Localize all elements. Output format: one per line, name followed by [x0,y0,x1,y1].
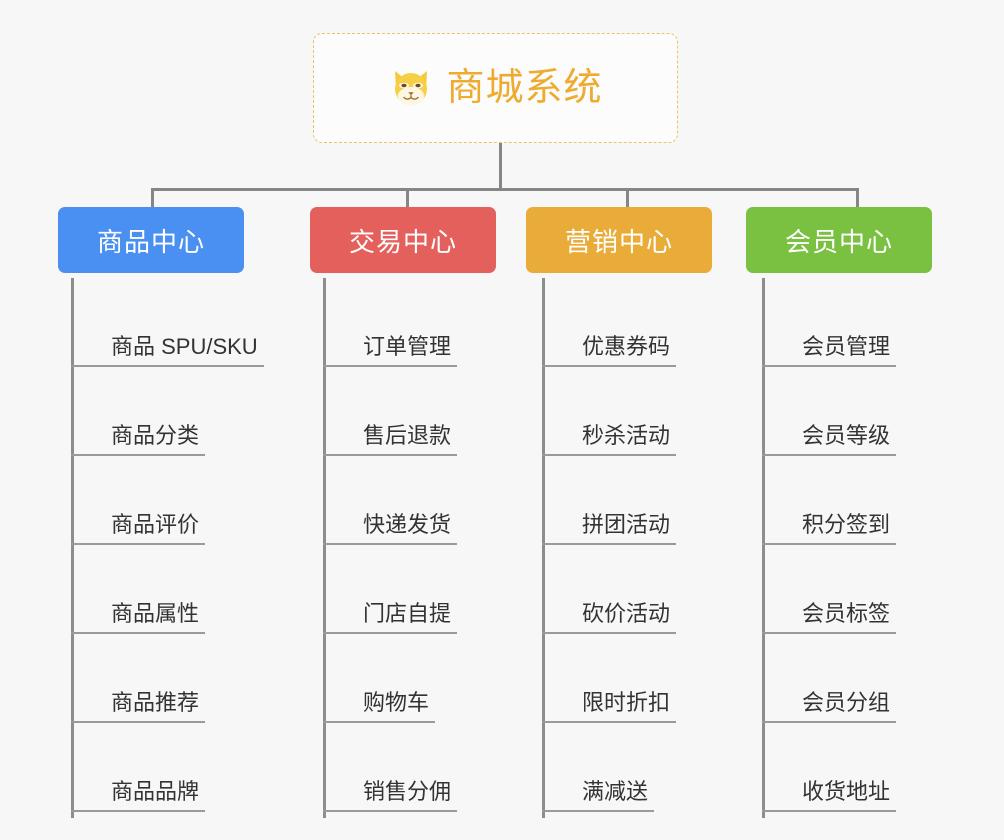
connector-root-stem [499,143,502,190]
leaf-label: 会员分组 [762,690,897,723]
leaf-label: 售后退款 [323,423,458,456]
leaf-item[interactable]: 会员分组 [762,634,897,723]
leaf-item[interactable]: 商品分类 [71,367,206,456]
category-label-1: 交易中心 [348,226,457,257]
connector-horizontal-bus [151,188,859,191]
leaf-label: 积分签到 [762,512,897,545]
category-label-0: 商品中心 [96,226,205,257]
leaf-label: 优惠券码 [542,334,677,367]
leaf-label: 秒杀活动 [542,423,677,456]
leaf-item[interactable]: 砍价活动 [542,545,677,634]
category-box-0[interactable]: 商品中心 [58,207,244,273]
leaf-item[interactable]: 商品品牌 [71,723,206,812]
category-box-1[interactable]: 交易中心 [310,207,496,273]
leaf-item[interactable]: 门店自提 [323,545,458,634]
connector-bus-to-交易中心 [406,188,409,208]
category-label-3: 会员中心 [784,226,893,257]
branch-spine-3 [762,278,765,818]
leaf-item[interactable]: 销售分佣 [323,723,458,812]
leaf-item[interactable]: 收货地址 [762,723,897,812]
leaf-label: 收货地址 [762,779,897,812]
leaf-label: 商品 SPU/SKU [71,334,264,367]
leaf-item[interactable]: 秒杀活动 [542,367,677,456]
leaf-label: 商品评价 [71,512,206,545]
leaf-label: 会员等级 [762,423,897,456]
category-box-2[interactable]: 营销中心 [526,207,712,273]
leaf-item[interactable]: 限时折扣 [542,634,677,723]
leaf-label: 限时折扣 [542,690,677,723]
leaf-item[interactable]: 优惠券码 [542,278,677,367]
leaf-label: 会员标签 [762,601,897,634]
leaf-item[interactable]: 售后退款 [323,367,458,456]
leaf-item[interactable]: 会员等级 [762,367,897,456]
root-title: 商城系统 [446,67,603,109]
leaf-item[interactable]: 会员标签 [762,545,897,634]
category-label-2: 营销中心 [564,226,673,257]
leaf-item[interactable]: 商品 SPU/SKU [71,278,264,367]
branch-spine-2 [542,278,545,818]
leaf-label: 满减送 [542,779,655,812]
root-node[interactable]: 商城系统 [313,33,678,143]
connector-bus-to-会员中心 [856,188,859,208]
leaf-item[interactable]: 积分签到 [762,456,897,545]
leaf-item[interactable]: 商品评价 [71,456,206,545]
leaf-label: 订单管理 [323,334,458,367]
branch-spine-0 [71,278,74,818]
shiba-dog-face-icon [388,65,434,111]
leaf-item[interactable]: 商品推荐 [71,634,206,723]
connector-bus-to-营销中心 [626,188,629,208]
leaf-label: 销售分佣 [323,779,458,812]
leaf-item[interactable]: 购物车 [323,634,436,723]
leaf-label: 商品品牌 [71,779,206,812]
leaf-label: 商品属性 [71,601,206,634]
leaf-item[interactable]: 快递发货 [323,456,458,545]
leaf-label: 门店自提 [323,601,458,634]
leaf-item[interactable]: 商品属性 [71,545,206,634]
leaf-label: 快递发货 [323,512,458,545]
leaf-item[interactable]: 会员管理 [762,278,897,367]
leaf-label: 商品分类 [71,423,206,456]
leaf-item[interactable]: 订单管理 [323,278,458,367]
leaf-label: 购物车 [323,690,436,723]
leaf-label: 会员管理 [762,334,897,367]
leaf-item[interactable]: 满减送 [542,723,655,812]
connector-bus-to-商品中心 [151,188,154,208]
leaf-label: 砍价活动 [542,601,677,634]
leaf-item[interactable]: 拼团活动 [542,456,677,545]
category-box-3[interactable]: 会员中心 [746,207,932,273]
leaf-label: 商品推荐 [71,690,206,723]
leaf-label: 拼团活动 [542,512,677,545]
branch-spine-1 [323,278,326,818]
